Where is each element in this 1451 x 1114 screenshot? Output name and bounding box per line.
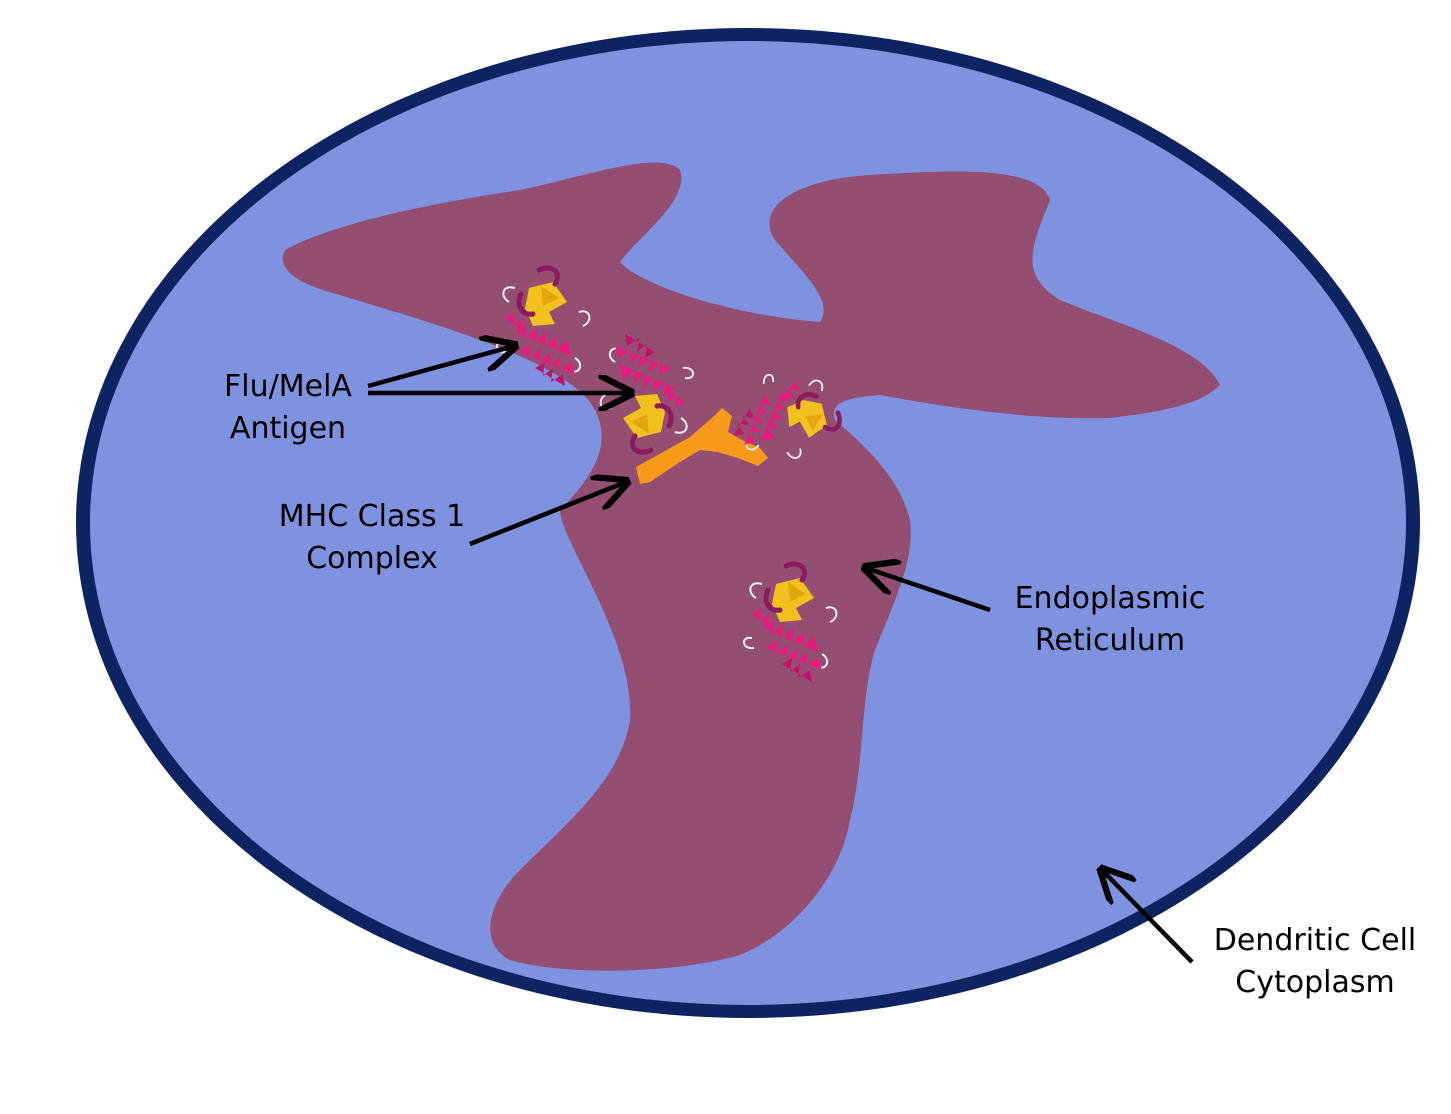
arrow-antigen-1 [367,346,514,389]
cytoplasm-label-line1: Dendritic Cell [1213,923,1417,958]
mhc-class-1-complex [636,408,768,484]
arrow-cytoplasm [1102,870,1194,964]
mhc-label-line2: Complex [306,541,438,576]
mhc-label: MHC Class 1 Complex [252,496,492,580]
er-label-line1: Endoplasmic [1014,581,1206,616]
cytoplasm-label-line2: Cytoplasm [1235,965,1395,1000]
antigen-label-line1: Flu/MelA [224,369,352,404]
mhc-label-line1: MHC Class 1 [278,499,466,534]
cytoplasm-label: Dendritic Cell Cytoplasm [1190,920,1440,1004]
arrow-er [866,568,991,613]
antigen-label: Flu/MelA Antigen [178,366,398,450]
er-label: Endoplasmic Reticulum [990,578,1230,662]
er-label-line2: Reticulum [1034,623,1186,658]
arrow-mhc [469,482,626,547]
antigen-label-line2: Antigen [229,411,347,446]
endoplasmic-reticulum [282,162,1221,971]
